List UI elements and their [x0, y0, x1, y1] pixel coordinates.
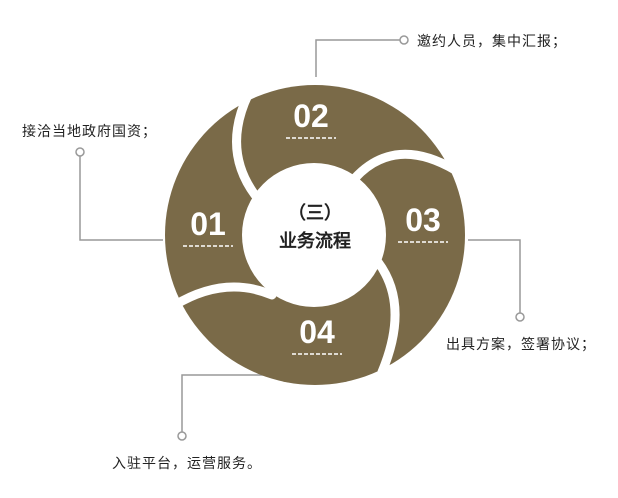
step-text-01: 接洽当地政府国资； [22, 124, 157, 140]
connector-lines [75, 35, 525, 441]
center-title-line2: 业务流程 [279, 231, 351, 252]
number-underlines [183, 137, 448, 355]
divider-04-01 [170, 282, 277, 310]
step-text-03: 出具方案，签署协议； [446, 337, 596, 353]
step-number-03: 03 [405, 202, 441, 238]
step-text-04: 入驻平台，运营服务。 [112, 456, 262, 472]
connector-04 [181, 374, 265, 432]
step-text-02: 邀约人员，集中汇报； [417, 34, 567, 50]
connector-dot-04 [177, 431, 187, 441]
step-number-02: 02 [293, 98, 329, 134]
center-title-line1: （三） [288, 203, 342, 224]
divider-02-03 [350, 149, 460, 183]
segment-dividers [170, 90, 460, 377]
connector-dot-03 [515, 312, 525, 322]
connector-dot-01 [75, 147, 85, 157]
center-circle [242, 163, 386, 307]
connector-dot-02 [399, 35, 409, 45]
connector-02 [315, 39, 400, 77]
connector-01 [79, 156, 163, 241]
divider-01-02 [232, 90, 260, 200]
divider-03-04 [373, 257, 400, 377]
center-title: （三） 业务流程 [255, 200, 375, 256]
step-number-01: 01 [190, 206, 226, 242]
step-number-04: 04 [299, 314, 335, 350]
connector-03 [468, 239, 521, 313]
